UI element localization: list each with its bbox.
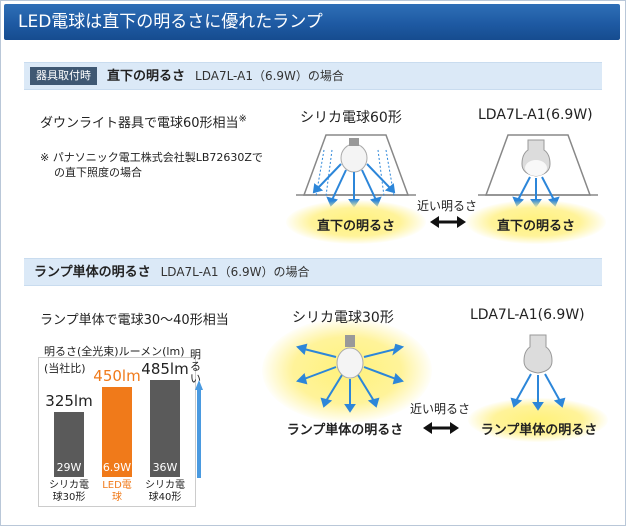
page-title: LED電球は直下の明るさに優れたランプ xyxy=(4,4,620,40)
section2-title: ランプ単体の明るさ xyxy=(34,265,151,280)
light-rays-right xyxy=(512,176,560,208)
chart-note: (当社比) xyxy=(44,362,86,375)
section2-left-label: ランプ単体の明るさ xyxy=(286,423,404,438)
double-arrow-icon xyxy=(423,422,459,434)
chart-bar xyxy=(150,380,180,477)
chart-watt-label: 36W xyxy=(152,461,178,474)
section1-right-label: 直下の明るさ xyxy=(496,219,575,234)
chart-watt-label: 6.9W xyxy=(102,461,132,474)
section1-header: 器具取付時直下の明るさ LDA7L-A1（6.9W）の場合 xyxy=(24,62,602,90)
section2-right-lamp-name: LDA7L-A1(6.9W) xyxy=(470,307,585,323)
brightness-arrow-icon xyxy=(195,380,203,478)
section1-compare-text: 近い明るさ xyxy=(417,199,478,213)
section1-left-label: 直下の明るさ xyxy=(316,219,395,234)
section1-subtitle: LDA7L-A1（6.9W）の場合 xyxy=(195,69,344,83)
section2-compare-text: 近い明るさ xyxy=(410,402,471,416)
section1-left-lamp-name: シリカ電球60形 xyxy=(300,110,402,126)
section2-subtitle: LDA7L-A1（6.9W）の場合 xyxy=(160,265,310,279)
desc-mark: ※ xyxy=(238,113,247,125)
chart-category-label: シリカ電 球30形 xyxy=(49,480,89,503)
chart-watt-label: 29W xyxy=(56,461,82,474)
glow-left-1 xyxy=(286,200,426,244)
section2-description: ランプ単体で電球30〜40形相当 xyxy=(40,313,229,328)
bulb-rays-right xyxy=(510,334,566,411)
double-arrow-icon xyxy=(430,216,466,228)
section1-footnote: ※ パナソニック電工株式会社製LB72630Zで の直下照度の場合 xyxy=(40,150,290,180)
section1-title: 直下の明るさ xyxy=(107,69,186,84)
chart-side-label: 明るい xyxy=(190,348,201,385)
note-line1: パナソニック電工株式会社製LB72630Zで xyxy=(52,151,263,164)
chart-value-label: 485lm xyxy=(141,360,189,378)
glow-right-1 xyxy=(466,200,606,244)
chart-title: 明るさ(全光束)ルーメン(lm) xyxy=(44,345,185,358)
chart-bar xyxy=(102,387,132,477)
downlight-illustration-right xyxy=(478,134,598,196)
section2-left-lamp-name: シリカ電球30形 xyxy=(292,310,394,326)
chart-value-label: 325lm xyxy=(45,392,93,410)
section2-header: ランプ単体の明るさ LDA7L-A1（6.9W）の場合 xyxy=(24,258,602,286)
section1-right-lamp-name: LDA7L-A1(6.9W) xyxy=(478,107,593,123)
note-line2: の直下照度の場合 xyxy=(54,166,142,179)
chart-value-label: 450lm xyxy=(93,367,141,385)
chart-bar xyxy=(54,412,84,477)
light-rays-left xyxy=(312,149,396,208)
chart-category-label: LED電 球 xyxy=(102,480,132,503)
section2-right-label: ランプ単体の明るさ xyxy=(480,423,598,438)
note-mark: ※ xyxy=(40,151,50,164)
chart-box xyxy=(38,357,196,507)
bulb-rays-left xyxy=(296,335,405,413)
chart-category-label: シリカ電 球40形 xyxy=(145,480,185,503)
section1-tag: 器具取付時 xyxy=(30,67,97,85)
section1-description: ダウンライト器具で電球60形相当※ xyxy=(40,113,247,131)
